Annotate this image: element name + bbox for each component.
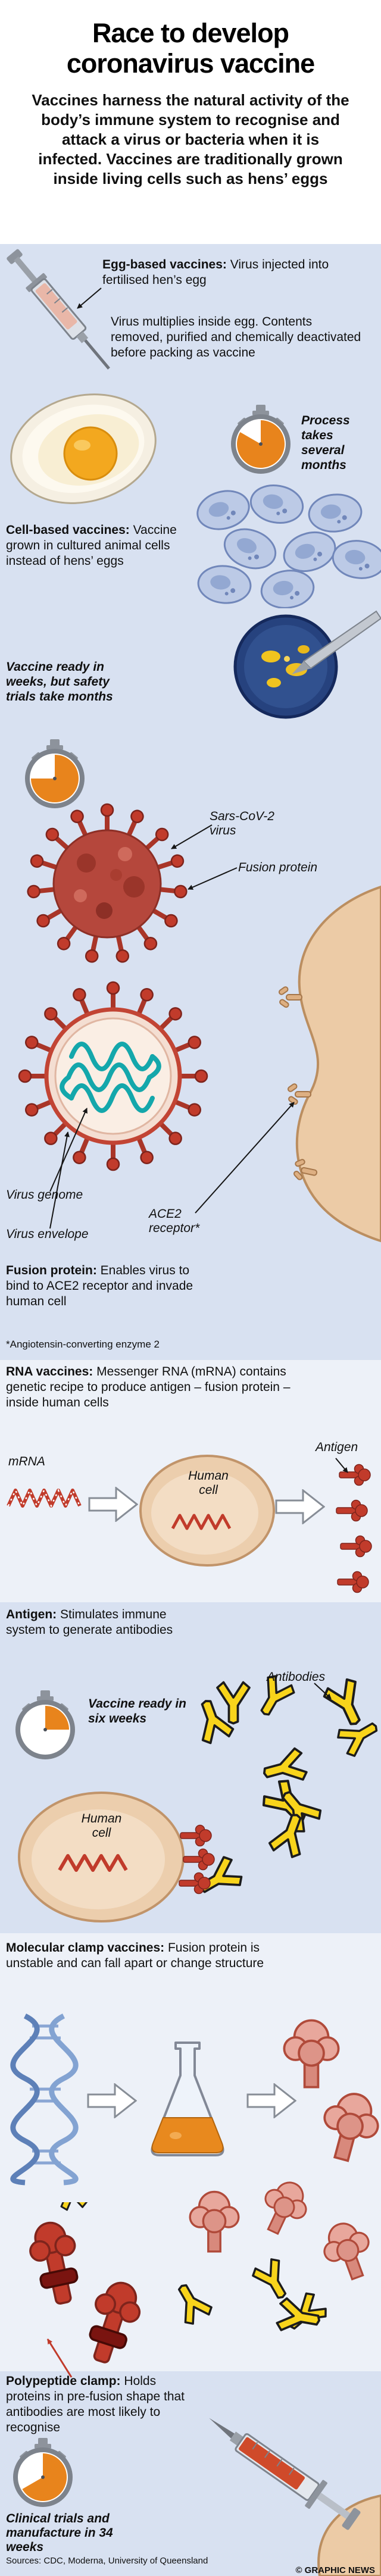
pointer-arrow: [171, 824, 213, 849]
fusion-protein-body: Enables virus to bind to ACE2 receptor a…: [6, 1264, 193, 1308]
pointer-arrow: [49, 1131, 70, 1229]
credit-text: © GRAPHIC NEWS: [295, 2565, 375, 2575]
stopwatch-icon: [15, 1690, 75, 1759]
pointer-arrow: [195, 1102, 295, 1214]
molecular-clamp-text: Molecular clamp vaccines: Fusion protein…: [6, 1940, 298, 1971]
sars-cov-2-label: Sars-CoV-2 virus: [210, 809, 274, 837]
dna-helix-illustration: [10, 2013, 79, 2186]
cell-duration-label: Vaccine ready in weeks, but safety trial…: [6, 660, 113, 704]
antibodies-label: Antibodies: [267, 1670, 326, 1684]
ace2-footnote: *Angiotensin-converting enzyme 2: [6, 1339, 160, 1350]
cell-vaccines-body: Vaccine grown in cultured animal cells i…: [6, 523, 177, 568]
pointer-arrow: [188, 867, 238, 890]
process-arrow-icon: [88, 1487, 138, 1522]
egg-vaccines-text: Egg-based vaccines: Virus injected into …: [102, 257, 364, 288]
fusion-protein-text: Fusion protein: Enables virus to bind to…: [6, 1263, 205, 1309]
antigen-spikes-illustration: [336, 1464, 372, 1593]
pointer-arrow: [49, 1108, 88, 1192]
pointer-arrow: [314, 1683, 332, 1699]
human-cell-illustration: [139, 1455, 275, 1567]
molecular-clamp-body: Fusion protein is unstable and can fall …: [6, 1941, 264, 1970]
stopwatch-icon: [25, 739, 85, 808]
egg-illustration: [10, 393, 157, 504]
molecular-clamp-heading: Molecular clamp vaccines:: [6, 1941, 165, 1955]
title-line-1: Race to develop: [92, 18, 289, 48]
virus-genome-label: Virus genome: [6, 1188, 83, 1202]
pointer-arrow: [77, 287, 102, 309]
polypeptide-clamp-body: Holds proteins in pre-fusion shape that …: [6, 2374, 185, 2434]
egg-vaccines-heading: Egg-based vaccines:: [102, 258, 227, 271]
petri-dish-pipette-illustration: [233, 610, 381, 719]
rna-vaccines-body: Messenger RNA (mRNA) contains genetic re…: [6, 1365, 291, 1409]
intro-text: Vaccines harness the natural activity of…: [32, 91, 349, 187]
unstable-proteins-antibodies-illustration: [167, 2175, 380, 2339]
sars-cov-2-virus-illustration: [26, 803, 188, 964]
pointer-arrow: [335, 1458, 348, 1473]
stopwatch-icon: [13, 2438, 73, 2507]
virus-cross-section-illustration: [18, 981, 208, 1171]
egg-process-text: Virus multiplies inside egg. Contents re…: [111, 315, 361, 359]
syringe-icon: [7, 249, 110, 370]
sources-text: Sources: CDC, Moderna, University of Que…: [6, 2556, 208, 2566]
antigen-body: Stimulates immune system to generate ant…: [6, 1608, 173, 1637]
antigen-text: Antigen: Stimulates immune system to gen…: [6, 1607, 188, 1638]
fusion-protein-heading: Fusion protein:: [6, 1264, 97, 1277]
process-arrow-icon: [87, 2083, 137, 2118]
process-arrow-icon: [275, 1489, 325, 1524]
fusion-protein-label: Fusion protein: [238, 861, 318, 874]
mrna-strand-illustration: [7, 1489, 82, 1508]
cell-vaccines-heading: Cell-based vaccines:: [6, 523, 130, 537]
process-duration-label: Process takes several months: [301, 414, 350, 472]
polypeptide-clamp-text: Polypeptide clamp: Holds proteins in pre…: [6, 2374, 202, 2436]
ace2-receptor-label: ACE2 receptor*: [149, 1207, 200, 1235]
polypeptide-clamp-proteins-illustration: [24, 2202, 148, 2369]
syringe-icon: [209, 2418, 361, 2530]
antigen-heading: Antigen:: [6, 1608, 57, 1621]
antigen-label: Antigen: [316, 1440, 358, 1454]
antibodies-illustration: [193, 1672, 381, 1902]
cell-vaccines-text: Cell-based vaccines: Vaccine grown in cu…: [6, 523, 182, 569]
human-cell-illustration: [18, 1792, 215, 1922]
six-weeks-label: Vaccine ready in six weeks: [88, 1697, 186, 1725]
clinical-trials-label: Clinical trials and manufacture in 34 we…: [6, 2512, 113, 2554]
fusion-proteins-illustration: [283, 2019, 381, 2168]
virus-envelope-label: Virus envelope: [6, 1227, 89, 1241]
stopwatch-icon: [231, 405, 291, 474]
rna-vaccines-text: RNA vaccines: Messenger RNA (mRNA) conta…: [6, 1364, 298, 1411]
rna-vaccines-heading: RNA vaccines:: [6, 1365, 93, 1378]
arm-tissue-illustration: [317, 2494, 381, 2576]
human-cell-label: Human cell: [81, 1812, 122, 1840]
mrna-label: mRNA: [8, 1455, 45, 1468]
flask-illustration: [151, 2042, 224, 2156]
pointer-arrow-red: [46, 2339, 73, 2378]
polypeptide-clamp-heading: Polypeptide clamp:: [6, 2374, 121, 2388]
egg-vaccines-lead: Virus injected into fertilised hen’s egg: [102, 258, 329, 287]
title-line-2: coronavirus vaccine: [66, 48, 315, 79]
human-cell-label: Human cell: [188, 1469, 229, 1497]
animal-cells-illustration: [192, 483, 381, 608]
human-cell-large-illustration: [277, 885, 381, 1243]
